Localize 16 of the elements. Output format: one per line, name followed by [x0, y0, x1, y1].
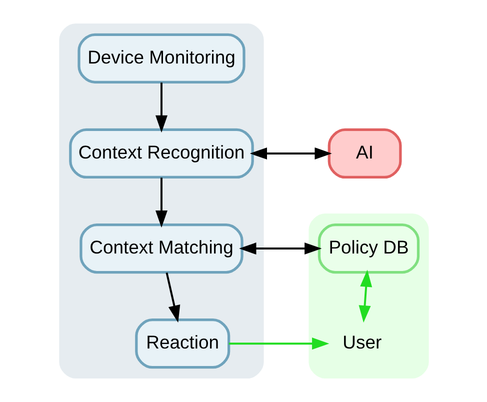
arrow — [228, 338, 329, 350]
arrow — [154, 82, 167, 133]
arrow — [238, 242, 322, 255]
node-box: Device Monitoring — [77, 33, 245, 84]
cluster — [308, 214, 428, 379]
node-box: Reaction — [134, 318, 230, 369]
arrow — [154, 178, 167, 228]
node-box: Context Matching — [79, 223, 243, 274]
node-box: Policy DB — [317, 223, 420, 274]
cluster — [58, 23, 264, 379]
arrow — [249, 147, 332, 160]
node-text: User — [342, 331, 382, 352]
node-box: Context Recognition — [68, 128, 254, 179]
arrow — [165, 272, 180, 323]
arrow — [358, 270, 372, 323]
node-box: AI — [327, 128, 402, 179]
